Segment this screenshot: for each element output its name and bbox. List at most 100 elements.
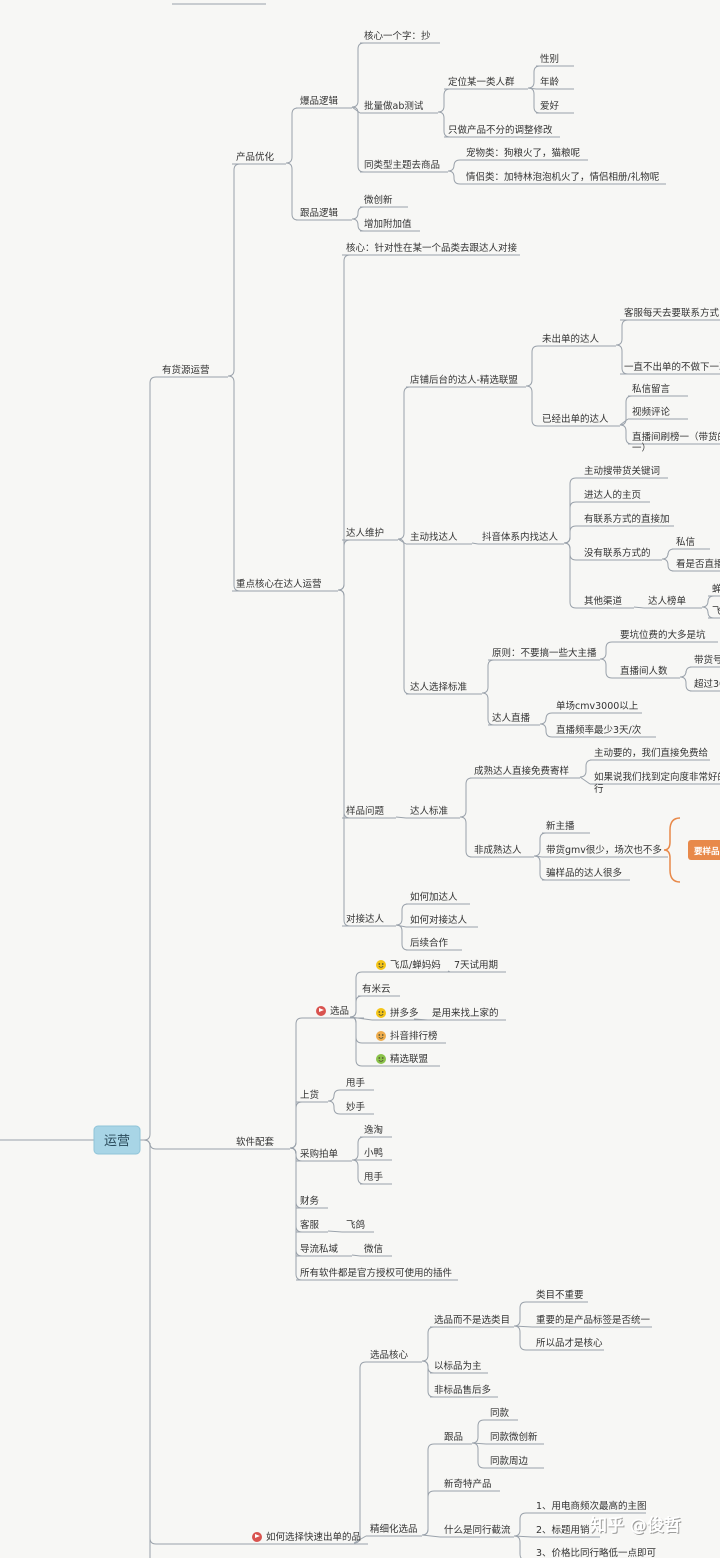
node-mylxfs[interactable]: 没有联系方式的 [584,547,651,559]
node-xzb[interactable]: 新主播 [546,820,575,832]
node-yzbcd[interactable]: 一直不出单的不做下一次 [624,361,720,373]
node-kf[interactable]: 客服 [300,1219,320,1231]
node-mas[interactable]: 妙手 [346,1101,366,1113]
node-zydcp[interactable]: 重要的是产品标签是否统一 [536,1314,651,1326]
node-7tsy[interactable]: 7天试用期 [454,959,498,971]
node-tlx[interactable]: 同类型主题去商品 [364,159,440,171]
node-xqtcp[interactable]: 新奇特产品 [444,1478,492,1490]
node-dhgmv[interactable]: 带货gmv很少，场次也不多 [546,844,662,856]
sample-tag[interactable]: 要样品 [688,840,720,860]
node-fei[interactable]: 飞 [712,606,720,617]
node-rgswm[interactable]: 如果说我们找到定向度非常好的 [594,771,720,783]
node-bplj[interactable]: 爆品逻辑 [300,95,339,107]
node-yt[interactable]: 逸淘 [364,1124,383,1136]
node-ah[interactable]: 爱好 [540,100,560,112]
node-sh[interactable]: 上货 [300,1089,319,1101]
node-zdyd[interactable]: 主动要的，我们直接免费给 [594,747,709,759]
node-wx[interactable]: 微信 [364,1243,383,1255]
node-rhdjdr[interactable]: 如何对接达人 [410,914,468,926]
node-hx2[interactable]: 核心：针对性在某一个品类去跟达人对接 [346,242,518,254]
node-dphtdr[interactable]: 店铺后台的达人-精选联盟 [410,374,518,386]
node-ypwt[interactable]: 样品问题 [346,805,385,817]
node-ypshx[interactable]: 所以品才是核心 [536,1337,603,1349]
root-node[interactable]: 运营 [93,1125,141,1155]
node-cpyh[interactable]: 产品优化 [236,151,275,163]
node-ss2[interactable]: 甩手 [364,1171,384,1183]
node-qtqd[interactable]: 其他渠道 [584,595,623,607]
node-zzcp[interactable]: 只做产品不分的调整修改 [448,124,553,136]
node-jdrzy[interactable]: 进达人的主页 [584,489,641,501]
node-syrj[interactable]: 所有软件都是官方授权可使用的插件 [300,1267,453,1279]
node-zdsdh[interactable]: 主动搜带货关键词 [584,465,660,477]
node-fcsdr[interactable]: 非成熟达人 [474,844,522,856]
node-csdrzj[interactable]: 成熟达人直接免费寄样 [474,765,569,777]
node-drzb[interactable]: 达人直播 [492,712,531,724]
node-hxhz[interactable]: 后续合作 [410,937,449,949]
node-zdzdr[interactable]: 主动找达人 [410,531,458,543]
node-dwymlr[interactable]: 定位某一类人群 [448,76,515,88]
node-wcx[interactable]: 微创新 [364,194,393,206]
node-dcgmv[interactable]: 单场cmv3000以上 [556,700,639,712]
node-xy[interactable]: 小鸭 [364,1147,383,1159]
node-pypdr[interactable]: 骗样品的达人很多 [546,867,622,879]
node-cg30[interactable]: 超过30 [694,678,720,690]
node-fg[interactable]: 飞鸽 [346,1219,366,1231]
node-rjpt[interactable]: 软件配套 [236,1136,275,1148]
node-dhh[interactable]: 带货号 [694,654,720,666]
node-wcddr[interactable]: 未出单的达人 [542,333,600,345]
node-fbpsh[interactable]: 非标品售后多 [434,1384,491,1396]
node-cgpd[interactable]: 采购拍单 [300,1148,339,1160]
node-yz[interactable]: 原则：不要搞一些大主播 [492,647,597,659]
node-smsthl[interactable]: 什么是同行截流 [444,1524,511,1536]
node-rhxz[interactable]: 如何选择快速出单的品 [266,1531,361,1543]
node-pdd[interactable]: 拼多多 [390,1007,419,1019]
node-jxhxp[interactable]: 精细化选品 [370,1523,418,1535]
node-zbjsb2[interactable]: 一） [632,442,651,454]
node-hx1[interactable]: 核心一个字：抄 [364,30,431,42]
node-dyphb[interactable]: 抖音排行榜 [390,1030,438,1042]
node-sxly[interactable]: 私信留言 [632,383,671,395]
node-jxlm[interactable]: 精选联盟 [390,1053,429,1065]
node-n3[interactable]: 3、价格比同行略低一点即可 [536,1547,656,1558]
node-tk[interactable]: 同款 [490,1407,510,1419]
node-chan[interactable]: 蝉 [712,583,720,595]
node-tkwcx[interactable]: 同款微创新 [490,1431,538,1443]
node-kfmt[interactable]: 客服每天去要联系方式 [624,307,720,319]
node-fgcm[interactable]: 飞瓜/蝉妈妈 [390,959,441,971]
node-zbjrs[interactable]: 直播间人数 [620,665,668,677]
node-xb[interactable]: 性别 [540,53,559,65]
node-hang[interactable]: 行 [594,783,604,795]
node-cw[interactable]: 财务 [300,1195,320,1207]
node-drbd[interactable]: 达人榜单 [648,595,687,607]
node-gp[interactable]: 跟品 [444,1432,463,1443]
node-gplj[interactable]: 跟品逻辑 [300,207,339,219]
node-zbjsb[interactable]: 直播间刷榜一（带货的 [632,431,720,443]
node-syzjd[interactable]: 是用来找上家的 [432,1007,499,1019]
node-drbz[interactable]: 达人标准 [410,805,449,817]
node-drwh[interactable]: 达人维护 [346,527,384,539]
node-lmbzy[interactable]: 类目不重要 [536,1289,584,1301]
node-kszb[interactable]: 看是否直播 [676,558,720,570]
node-xphx[interactable]: 选品核心 [370,1349,409,1361]
node-plzab[interactable]: 批量做ab测试 [364,100,424,112]
node-ycddr[interactable]: 已经出单的达人 [542,413,609,425]
node-sx[interactable]: 私信 [676,536,695,548]
node-sppl[interactable]: 视频评论 [632,406,671,418]
node-ylxfs[interactable]: 有联系方式的直接加 [584,513,670,525]
node-dytxn[interactable]: 抖音体系内找达人 [482,531,559,543]
node-yy[interactable]: 有货源运营 [162,364,210,376]
node-nl[interactable]: 年龄 [540,76,560,88]
node-xp[interactable]: 选品 [330,1005,349,1017]
node-djdr[interactable]: 对接达人 [346,913,385,925]
node-ybpwz[interactable]: 以标品为主 [434,1360,482,1372]
node-rhjdr[interactable]: 如何加达人 [410,891,458,903]
node-zbpl[interactable]: 直播频率最少3天/次 [556,724,642,736]
node-ss1[interactable]: 甩手 [346,1077,366,1089]
node-qll[interactable]: 情侣类：加特林泡泡机火了，情侣相册/礼物呢 [466,171,660,183]
node-zdhx[interactable]: 重点核心在达人运营 [236,578,322,590]
node-tkzb[interactable]: 同款周边 [490,1455,529,1467]
node-drxzbz[interactable]: 达人选择标准 [410,681,468,693]
node-n2[interactable]: 2、标题用销 [536,1524,590,1536]
node-zjfjz[interactable]: 增加附加值 [364,218,412,230]
node-xpebs[interactable]: 选品而不是选类目 [434,1314,510,1326]
